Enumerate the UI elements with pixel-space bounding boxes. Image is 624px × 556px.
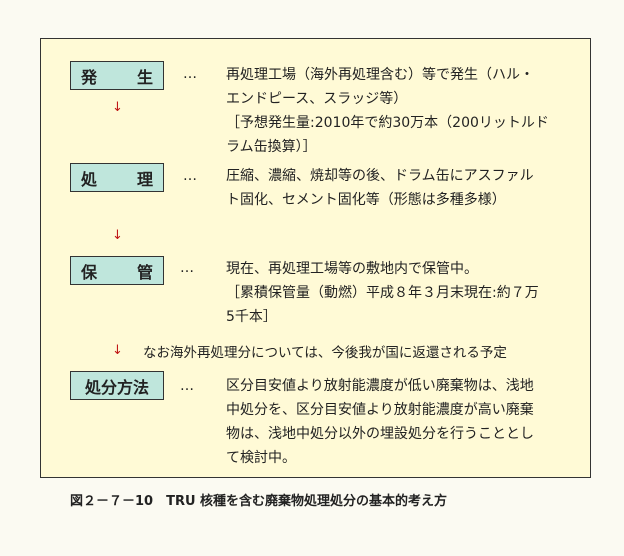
flow-arrow-1: ↓ — [112, 100, 123, 115]
step-generation-description: 再処理工場（海外再処理含む）等で発生（ハル・ エンドピース、スラッジ等） ［予想… — [226, 67, 549, 155]
step-storage-char-1: 保 — [81, 262, 98, 282]
step-generation-dots: … — [183, 66, 198, 82]
step-treatment-dots: … — [183, 168, 198, 184]
step-treatment-box: 処 理 — [70, 163, 164, 192]
step-generation-box: 発 生 — [70, 61, 164, 90]
flow-arrow-3: ↓ — [112, 343, 123, 358]
step-treatment-char-2: 理 — [136, 169, 153, 189]
step-treatment-char-1: 処 — [81, 169, 98, 189]
step-storage-char-2: 管 — [136, 262, 153, 282]
step-treatment-description: 圧縮、濃縮、焼却等の後、ドラム缶にアスファル ト固化、セメント固化等（形態は多種… — [226, 168, 534, 208]
step-storage-dots: … — [180, 260, 195, 276]
step-disposal-label: 処分方法 — [84, 377, 149, 397]
figure-caption: 図２－７－10 TRU 核種を含む廃棄物処理処分の基本的考え方 — [70, 494, 448, 509]
step-disposal-dots: … — [180, 378, 195, 394]
step-generation-char-1: 発 — [81, 67, 98, 87]
overseas-reprocessing-note: なお海外再処理分については、今後我が国に返還される予定 — [143, 345, 507, 361]
flow-arrow-2: ↓ — [112, 228, 123, 243]
step-generation-char-2: 生 — [136, 67, 153, 87]
step-storage-description: 現在、再処理工場等の敷地内で保管中。 ［累積保管量（動燃）平成８年３月末現在:約… — [226, 261, 539, 325]
step-disposal-box: 処分方法 — [70, 371, 164, 400]
step-disposal-description: 区分目安値より放射能濃度が低い廃棄物は、浅地 中処分を、区分目安値より放射能濃度… — [226, 378, 534, 466]
step-storage-box: 保 管 — [70, 256, 164, 285]
